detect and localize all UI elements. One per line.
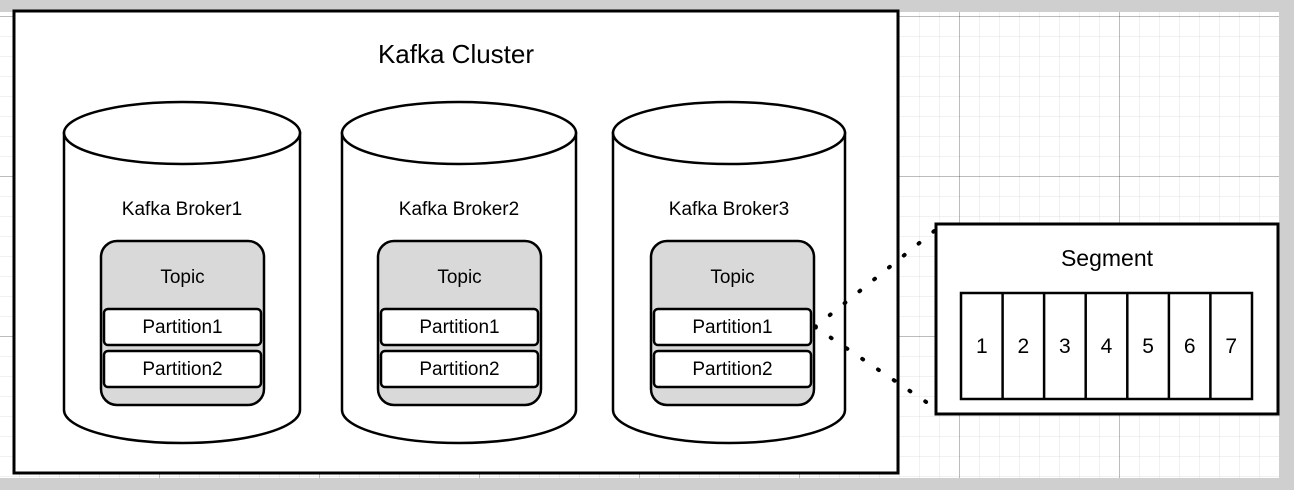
broker2-label: Kafka Broker2 xyxy=(398,199,520,220)
broker1-partition2-box xyxy=(102,349,263,389)
broker3-partition2-label: Partition2 xyxy=(692,359,773,380)
segment-cell-table[interactable] xyxy=(959,291,1254,401)
broker2-partition2-label: Partition2 xyxy=(419,359,500,380)
broker2-topic-box[interactable] xyxy=(376,239,543,407)
broker3-partition2-box xyxy=(652,349,813,389)
broker2-partition2-box xyxy=(379,349,540,389)
broker1-partition1-box xyxy=(102,307,263,347)
broker3-label: Kafka Broker3 xyxy=(668,199,790,220)
connector-lower xyxy=(813,325,940,412)
broker1-topic-box[interactable] xyxy=(99,239,266,407)
segment-cell-2[interactable]: 2 xyxy=(1017,335,1030,358)
segment-cell-4[interactable]: 4 xyxy=(1100,335,1113,358)
connector-upper xyxy=(813,226,940,329)
segment-cell-3[interactable]: 3 xyxy=(1059,335,1071,358)
segment-cell-5[interactable]: 5 xyxy=(1142,335,1154,358)
broker1-topic-label: Topic xyxy=(160,267,205,288)
broker3-partition1-label: Partition1 xyxy=(692,317,773,338)
segment-title: Segment xyxy=(1060,245,1154,271)
segment-connector-lines xyxy=(813,226,940,412)
broker1-partition1-label: Partition1 xyxy=(142,317,223,338)
broker3-topic-label: Topic xyxy=(710,267,755,288)
broker2-partition1-box xyxy=(379,307,540,347)
broker2-partition1-label: Partition1 xyxy=(419,317,500,338)
broker1-partition2-label: Partition2 xyxy=(142,359,223,380)
cluster-title: Kafka Cluster xyxy=(377,39,535,69)
broker3-partition1-box xyxy=(652,307,813,347)
broker2-topic-label: Topic xyxy=(437,267,482,288)
segment-cell-6[interactable]: 6 xyxy=(1183,335,1196,358)
segment-cell-7[interactable]: 7 xyxy=(1225,335,1238,358)
broker1-label: Kafka Broker1 xyxy=(121,199,243,220)
broker3-topic-box[interactable] xyxy=(649,239,816,407)
segment-cell-1[interactable]: 1 xyxy=(975,335,988,358)
